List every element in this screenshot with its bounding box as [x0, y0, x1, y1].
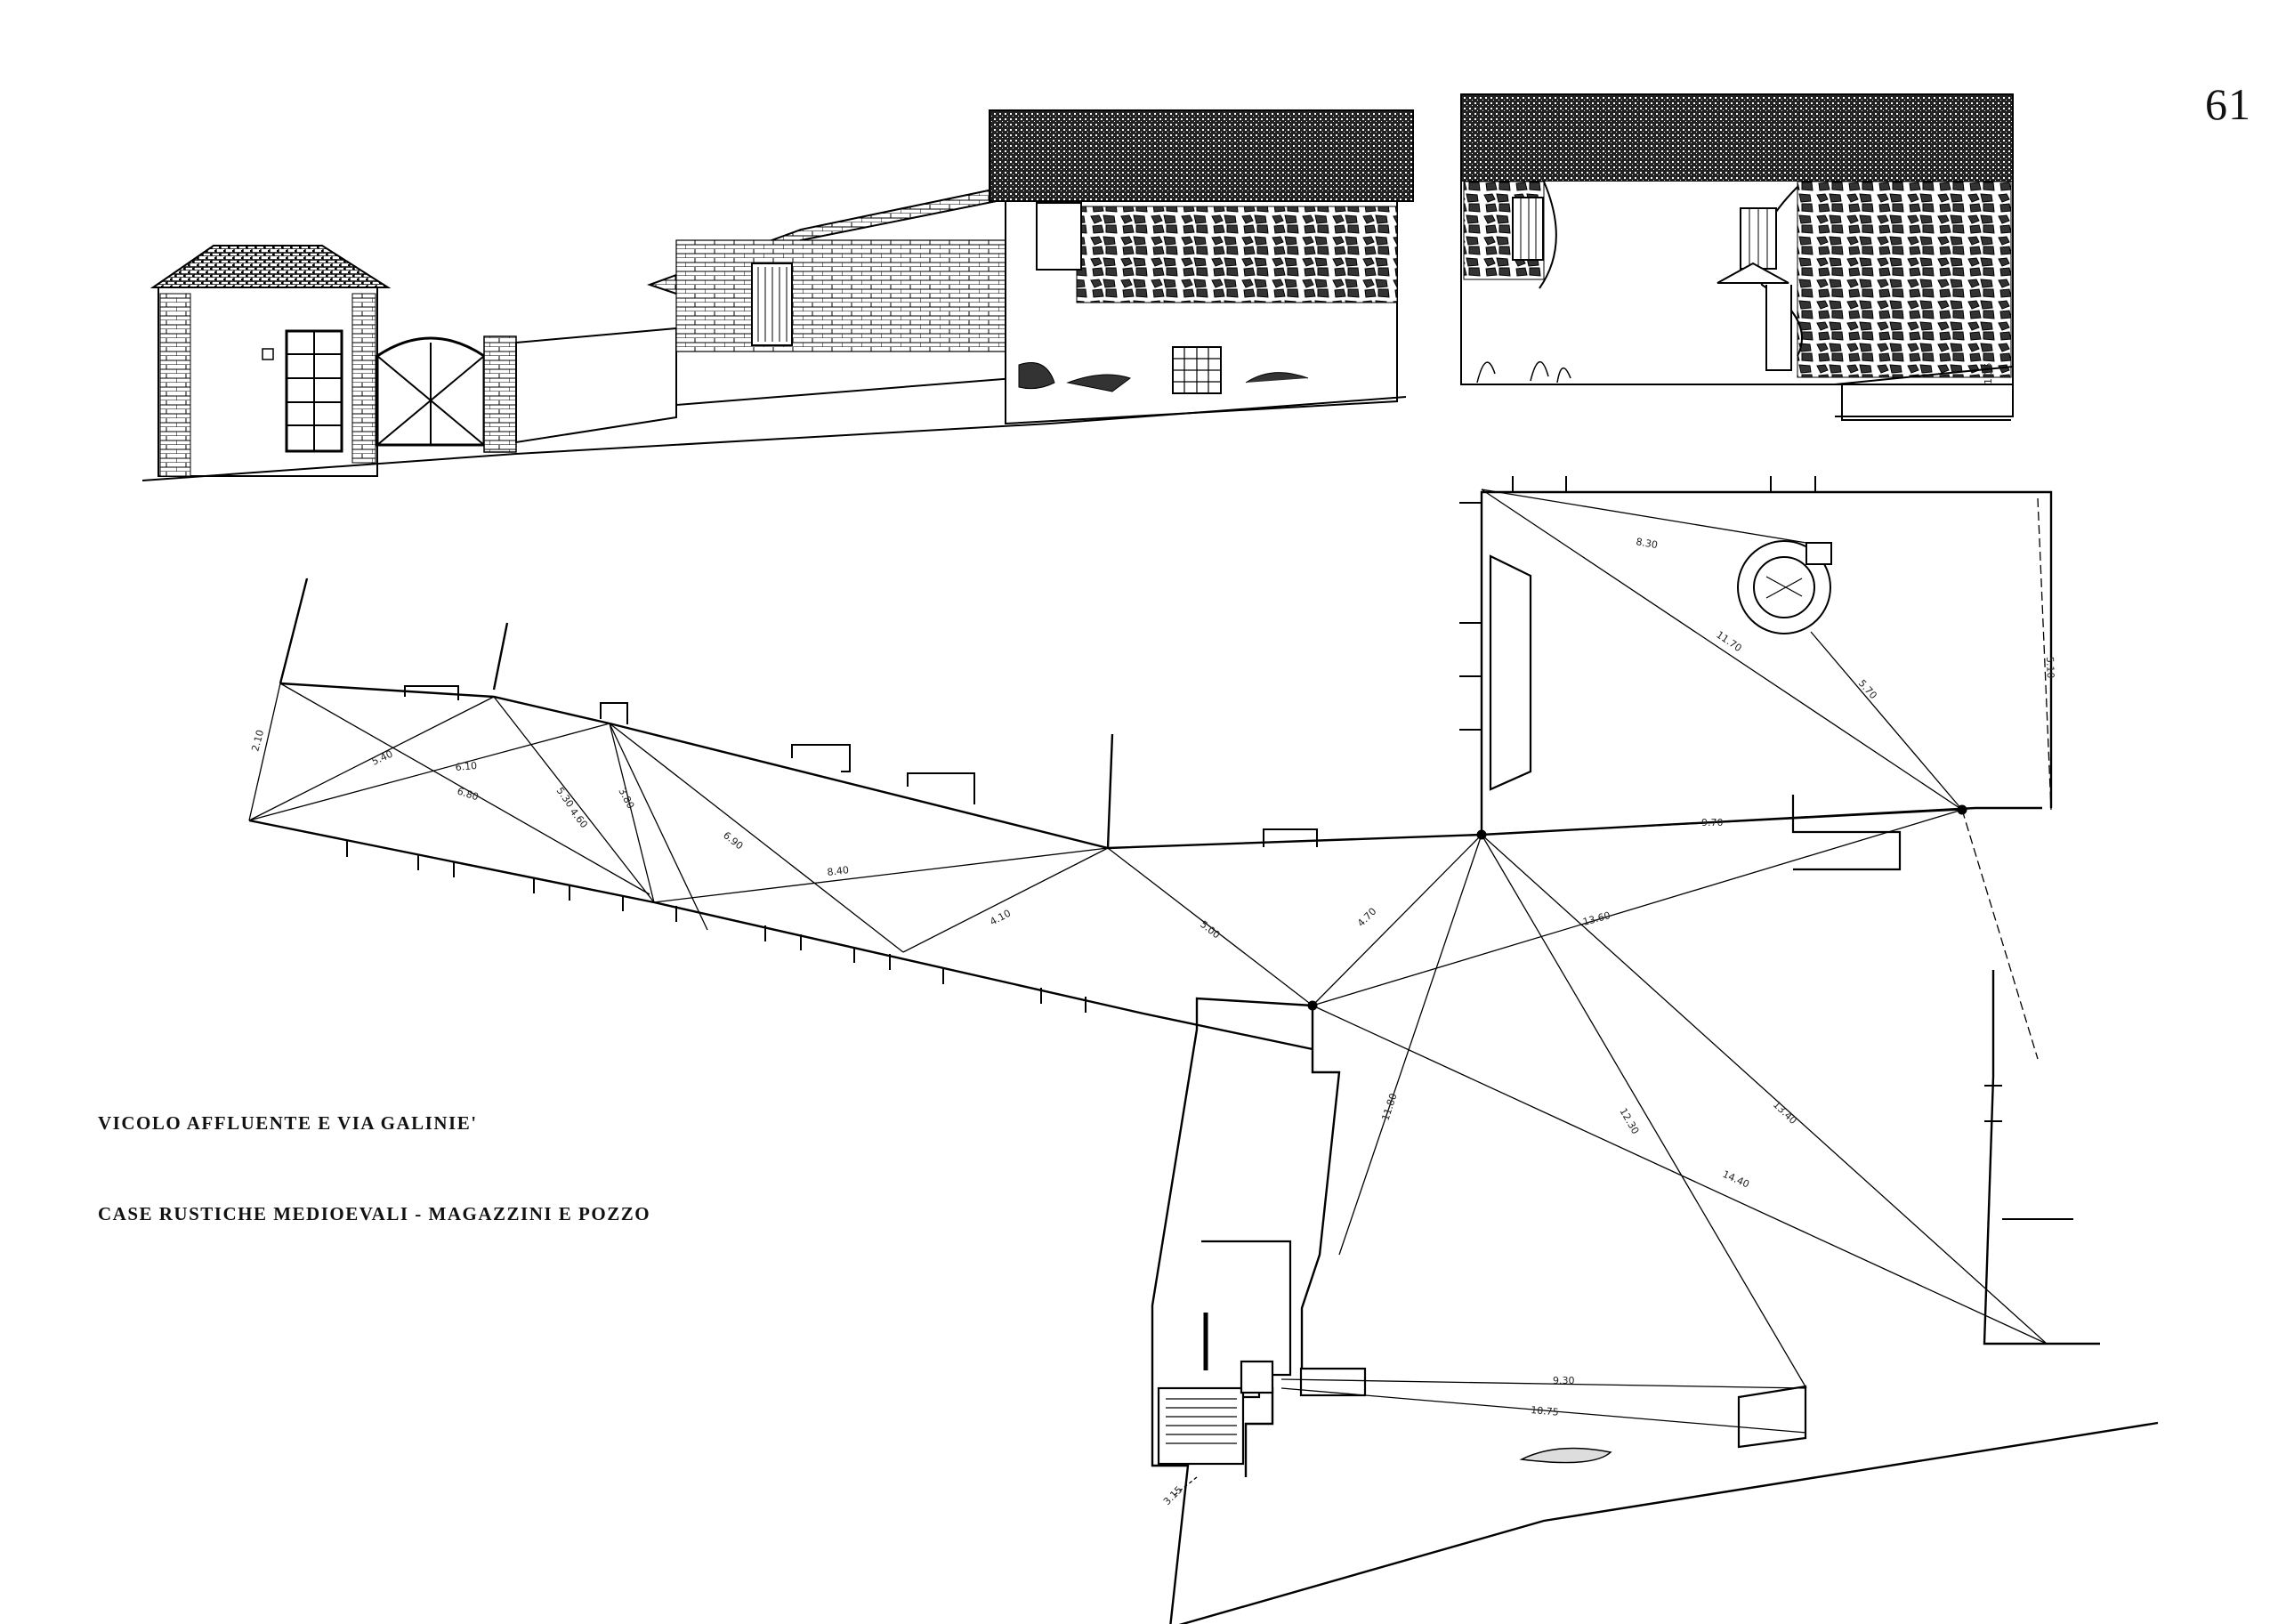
dim-label: 3.80: [616, 786, 636, 811]
dim-label: 4.60: [568, 806, 590, 830]
dim-label: 11.70: [1714, 629, 1743, 654]
dim-label: 1.15: [1983, 363, 1994, 385]
dim-label: 13.60: [1581, 909, 1612, 928]
elevation-right: [1460, 93, 2014, 421]
dim-label: 13.40: [1771, 1099, 1799, 1127]
dim-label: 2.10: [249, 729, 266, 753]
caption-subtitle: CASE RUSTICHE MEDIOEVALI - MAGAZZINI E P…: [98, 1203, 651, 1224]
triangulation-lines: [248, 489, 2052, 1496]
dim-label: 10.75: [1531, 1404, 1560, 1418]
site-plan: 2.10 5.40 6.10 6.80 4.60 5.30 3.80 6.90 …: [248, 363, 2159, 1624]
dim-label: 6.10: [455, 760, 478, 773]
dim-label: 8.30: [1635, 536, 1658, 551]
dim-label: 14.40: [1721, 1168, 1751, 1191]
dim-label: 11.80: [1379, 1092, 1399, 1122]
dim-label: 12.30: [1617, 1106, 1641, 1136]
dim-label: 5.40: [370, 748, 395, 768]
dim-label: 5.10: [2044, 657, 2056, 679]
dim-label: 3.15: [1161, 1484, 1185, 1508]
dim-label: 9.70: [1701, 817, 1724, 828]
well-icon: [1737, 540, 1832, 634]
dim-label: 6.90: [721, 829, 745, 852]
dim-label: 8.40: [827, 864, 850, 878]
elevation-left: [141, 109, 1414, 481]
dim-label: 5.30: [554, 785, 577, 810]
plan-buttresses: [346, 476, 2073, 1220]
plan-buildings: [1157, 554, 1902, 1466]
dim-label: 6.80: [456, 785, 480, 803]
page-number: 61: [2205, 79, 2251, 129]
dim-label: 5.00: [1198, 918, 1222, 941]
dim-label: 4.10: [988, 908, 1013, 928]
dim-label: 4.70: [1355, 906, 1379, 930]
dim-label: 9.30: [1553, 1375, 1575, 1386]
caption-title: VICOLO AFFLUENTE E VIA GALINIE': [98, 1112, 478, 1134]
